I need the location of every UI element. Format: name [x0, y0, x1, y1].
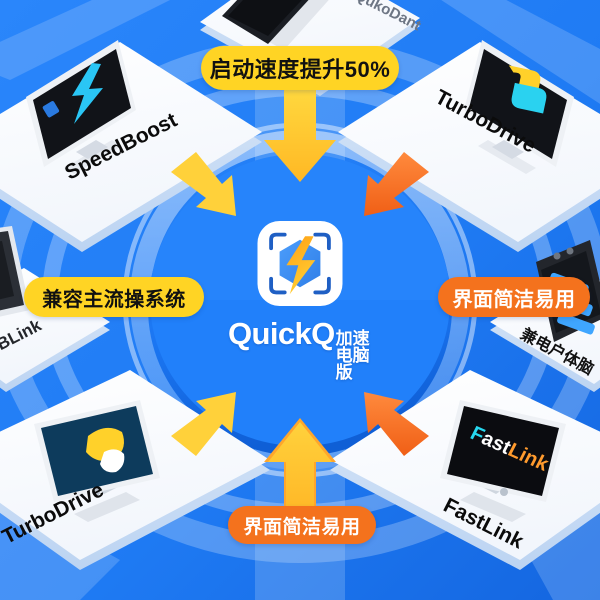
device-phone-top — [222, 0, 329, 50]
arrow-top-center — [264, 86, 336, 182]
center-logo: QuickQ 加速电脑版 — [228, 221, 372, 381]
arrow-bottom-right — [364, 392, 429, 456]
badge-os-compatibility: 兼容主流操系统 — [24, 277, 204, 317]
device-turbodrive-top-monitor — [464, 40, 574, 174]
device-speedboost-monitor — [26, 40, 136, 174]
brand-wordmark: QuickQ 加速电脑版 — [228, 318, 372, 381]
brand-name: QuickQ — [228, 316, 335, 351]
arrow-top-left — [171, 152, 236, 216]
arrow-bottom-left — [171, 392, 236, 456]
brand-suffix: 加速电脑版 — [335, 329, 370, 382]
badge-speed-boost: 启动速度提升50% — [201, 46, 399, 90]
device-esblink-tablet — [0, 226, 30, 317]
arrow-top-right — [364, 152, 429, 216]
quickq-lightning-app-icon — [257, 221, 343, 306]
badge-simple-ui-right: 界面简洁易用 — [438, 277, 590, 317]
device-turbodrive-bottom-imac — [34, 400, 160, 522]
arrow-bottom-center — [264, 418, 336, 540]
device-fastlink-imac — [440, 400, 566, 522]
badge-simple-ui-bottom: 界面简洁易用 — [228, 506, 376, 544]
